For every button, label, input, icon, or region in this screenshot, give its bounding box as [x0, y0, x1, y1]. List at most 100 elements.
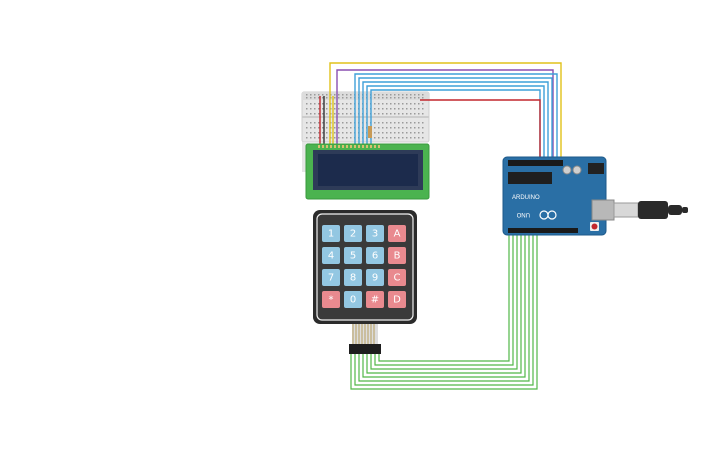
- breadboard-hole: [386, 113, 388, 115]
- breadboard-hole: [338, 132, 340, 134]
- breadboard-hole: [386, 122, 388, 124]
- keypad-key-label: 8: [350, 273, 356, 284]
- keypad-key-0[interactable]: 0: [344, 291, 362, 308]
- arduino-uno-board[interactable]: UNO ARDUINO: [502, 156, 615, 236]
- breadboard-hole: [338, 137, 340, 139]
- keypad-key-B[interactable]: B: [388, 247, 406, 264]
- keypad-key-9[interactable]: 9: [366, 269, 384, 286]
- breadboard-hole: [334, 127, 336, 129]
- lcd-display[interactable]: [305, 143, 430, 200]
- lcd-pin: [374, 145, 376, 148]
- breadboard-hole: [310, 108, 312, 110]
- breadboard-hole: [394, 137, 396, 139]
- breadboard-hole: [318, 94, 320, 96]
- keypad-key-2[interactable]: 2: [344, 225, 362, 242]
- lcd-pin: [338, 145, 340, 148]
- breadboard-hole: [382, 113, 384, 115]
- keypad-key-5[interactable]: 5: [344, 247, 362, 264]
- breadboard-hole: [306, 127, 308, 129]
- wire-yellow: [329, 62, 562, 233]
- breadboard-hole: [402, 113, 404, 115]
- breadboard-hole: [398, 103, 400, 105]
- breadboard-hole: [402, 132, 404, 134]
- breadboard-hole: [394, 97, 396, 99]
- keypad-key-label: 1: [328, 229, 334, 240]
- breadboard-hole: [390, 127, 392, 129]
- breadboard-hole: [410, 108, 412, 110]
- resistor[interactable]: [368, 126, 372, 138]
- lcd-pin: [322, 145, 324, 148]
- breadboard-hole: [334, 137, 336, 139]
- breadboard-hole: [406, 97, 408, 99]
- breadboard-hole: [402, 127, 404, 129]
- wire-blue-4: [366, 85, 545, 165]
- keypad-key-4[interactable]: 4: [322, 247, 340, 264]
- breadboard-hole: [346, 103, 348, 105]
- keypad-key-1[interactable]: 1: [322, 225, 340, 242]
- breadboard-hole: [322, 103, 324, 105]
- breadboard-hole: [314, 132, 316, 134]
- breadboard-hole: [350, 137, 352, 139]
- usb-cable[interactable]: [613, 201, 688, 219]
- keypad-key-*[interactable]: *: [322, 291, 340, 308]
- breadboard-hole: [374, 137, 376, 139]
- breadboard-hole: [418, 97, 420, 99]
- breadboard-hole: [346, 97, 348, 99]
- lcd-pin: [342, 145, 344, 148]
- breadboard-hole: [342, 127, 344, 129]
- breadboard-hole: [330, 94, 332, 96]
- breadboard-hole: [306, 137, 308, 139]
- wire-blue-3: [362, 81, 549, 165]
- breadboard-hole: [418, 103, 420, 105]
- breadboard-hole: [334, 97, 336, 99]
- breadboard-hole: [386, 137, 388, 139]
- keypad-key-A[interactable]: A: [388, 225, 406, 242]
- breadboard-hole: [422, 103, 424, 105]
- breadboard-hole: [394, 132, 396, 134]
- keypad-key-label: D: [393, 295, 401, 306]
- breadboard-hole: [318, 127, 320, 129]
- keypad-key-8[interactable]: 8: [344, 269, 362, 286]
- breadboard-hole: [350, 127, 352, 129]
- breadboard-hole: [338, 122, 340, 124]
- breadboard-hole: [334, 103, 336, 105]
- keypad-key-#[interactable]: #: [366, 291, 384, 308]
- breadboard[interactable]: [301, 91, 430, 143]
- breadboard-hole: [390, 103, 392, 105]
- breadboard-hole: [414, 137, 416, 139]
- breadboard-hole: [402, 137, 404, 139]
- breadboard-hole: [386, 103, 388, 105]
- lcd-pin: [358, 145, 360, 148]
- lcd-pin: [354, 145, 356, 148]
- breadboard-hole: [318, 103, 320, 105]
- breadboard-hole: [422, 132, 424, 134]
- breadboard-hole: [374, 108, 376, 110]
- wire-blue-1: [354, 73, 558, 165]
- lcd-pin: [326, 145, 328, 148]
- breadboard-hole: [422, 127, 424, 129]
- breadboard-hole: [314, 103, 316, 105]
- breadboard-hole: [394, 108, 396, 110]
- breadboard-hole: [418, 137, 420, 139]
- breadboard-hole: [346, 137, 348, 139]
- breadboard-hole: [342, 108, 344, 110]
- keypad-key-D[interactable]: D: [388, 291, 406, 308]
- green-wire: [370, 233, 518, 370]
- keypad-key-C[interactable]: C: [388, 269, 406, 286]
- breadboard-hole: [326, 97, 328, 99]
- breadboard-hole: [378, 97, 380, 99]
- breadboard-hole: [422, 113, 424, 115]
- breadboard-hole: [326, 122, 328, 124]
- breadboard-hole: [402, 122, 404, 124]
- breadboard-hole: [418, 132, 420, 134]
- breadboard-hole: [418, 113, 420, 115]
- breadboard-hole: [406, 108, 408, 110]
- keypad-key-7[interactable]: 7: [322, 269, 340, 286]
- breadboard-hole: [382, 137, 384, 139]
- keypad-key-3[interactable]: 3: [366, 225, 384, 242]
- breadboard-hole: [386, 132, 388, 134]
- breadboard-hole: [386, 97, 388, 99]
- keypad-key-6[interactable]: 6: [366, 247, 384, 264]
